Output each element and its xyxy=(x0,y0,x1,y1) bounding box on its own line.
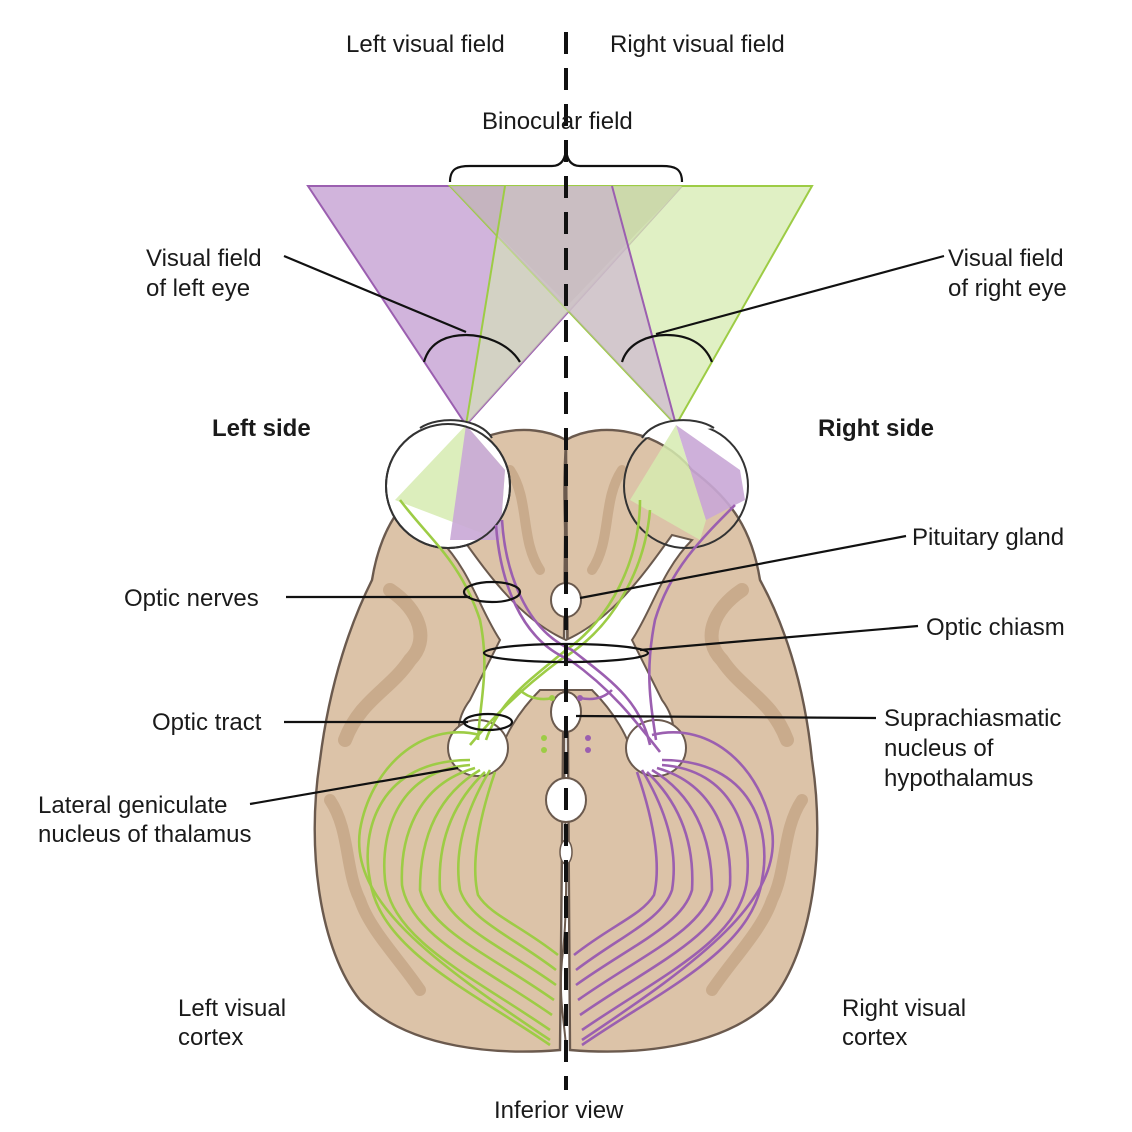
label-binocular-field: Binocular field xyxy=(482,108,633,135)
visual-field-cones xyxy=(306,185,814,427)
label-visual-field-left-eye-1: Visual field xyxy=(146,245,262,272)
label-pituitary-gland: Pituitary gland xyxy=(912,524,1064,551)
left-lgn xyxy=(447,719,509,777)
label-left-cortex-1: Left visual xyxy=(178,995,286,1022)
optic-fibers xyxy=(357,499,775,1047)
label-optic-chiasm: Optic chiasm xyxy=(926,614,1065,641)
label-inferior-view: Inferior view xyxy=(494,1097,624,1124)
brain xyxy=(313,428,819,1053)
label-scn-2: nucleus of xyxy=(884,735,994,762)
label-optic-nerves: Optic nerves xyxy=(124,585,259,612)
label-scn-3: hypothalamus xyxy=(884,765,1033,792)
binocular-brace xyxy=(448,145,684,183)
leader-lines xyxy=(249,254,945,806)
label-right-cortex-1: Right visual xyxy=(842,995,966,1022)
label-left-visual-field: Left visual field xyxy=(346,31,505,58)
label-optic-tract: Optic tract xyxy=(152,709,262,736)
label-lgn-1: Lateral geniculate xyxy=(38,792,227,819)
label-visual-field-right-eye-2: of right eye xyxy=(948,275,1067,302)
label-scn-1: Suprachiasmatic xyxy=(884,705,1061,732)
label-right-visual-field: Right visual field xyxy=(610,31,785,58)
label-left-cortex-2: cortex xyxy=(178,1024,243,1051)
label-right-cortex-2: cortex xyxy=(842,1024,907,1051)
label-visual-field-right-eye-1: Visual field xyxy=(948,245,1064,272)
text-labels: Left visual field Right visual field Bin… xyxy=(38,31,1067,1124)
eyes xyxy=(385,419,749,549)
label-lgn-2: nucleus of thalamus xyxy=(38,821,251,848)
right-eye-purple-half xyxy=(450,186,676,425)
label-left-side: Left side xyxy=(212,415,311,442)
label-right-side: Right side xyxy=(818,415,934,442)
label-visual-field-left-eye-2: of left eye xyxy=(146,275,250,302)
